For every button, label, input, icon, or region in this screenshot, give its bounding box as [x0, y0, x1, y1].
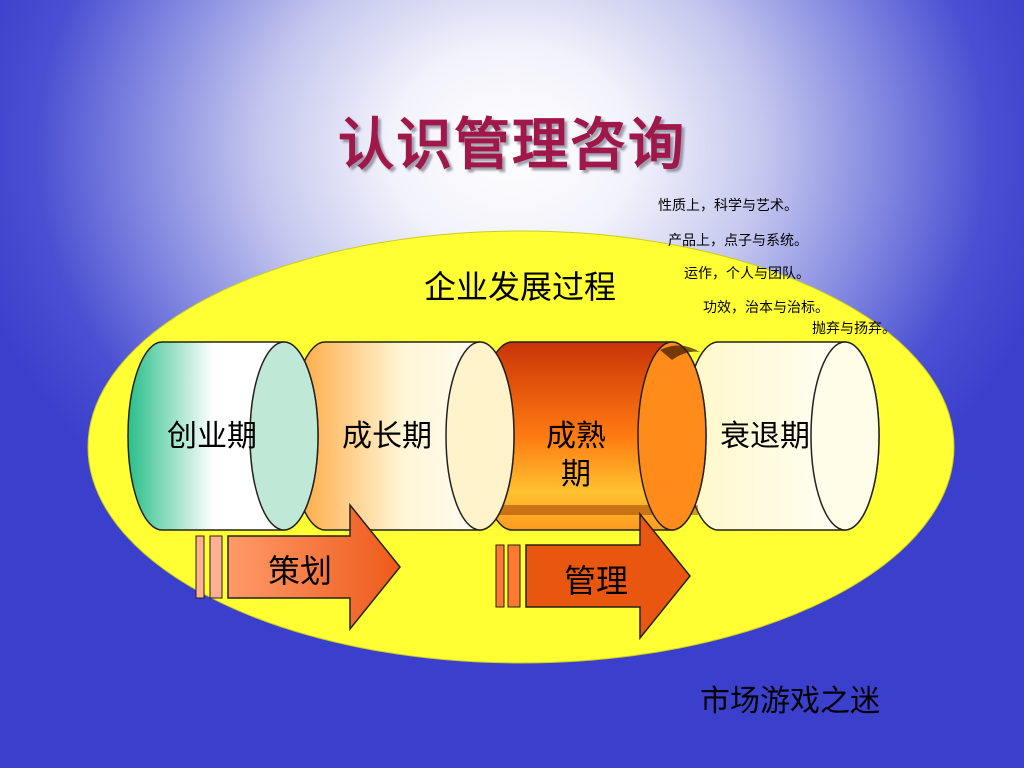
page-title: 认识管理咨询 — [338, 112, 686, 178]
bottom-caption: 市场游戏之迷 — [700, 684, 880, 719]
process-title: 企业发展过程 — [423, 268, 616, 306]
stage-label-startup: 创业期 — [167, 419, 257, 454]
arrow-management — [495, 511, 691, 641]
note-item: 产品上，点子与系统。 — [668, 233, 808, 249]
note-item: 性质上，科学与艺术。 — [658, 198, 798, 214]
stage-label-growth: 成长期 — [342, 419, 432, 454]
arrow-label-planning: 策划 — [267, 552, 332, 590]
arrow-label-management: 管理 — [563, 562, 628, 600]
note-item: 抛弃与扬弃。 — [812, 321, 896, 337]
note-item: 功效，治本与治标。 — [703, 300, 829, 316]
stage-cylinder-startup — [127, 341, 319, 531]
note-item: 运作，个人与团队。 — [684, 266, 810, 282]
stage-label-decline: 衰退期 — [720, 419, 810, 454]
stage-cylinder-growth — [290, 341, 515, 531]
stage-cylinder-decline — [683, 341, 880, 531]
arrow-planning — [195, 502, 401, 632]
stage-label-maturity: 成熟 期 — [546, 419, 606, 492]
